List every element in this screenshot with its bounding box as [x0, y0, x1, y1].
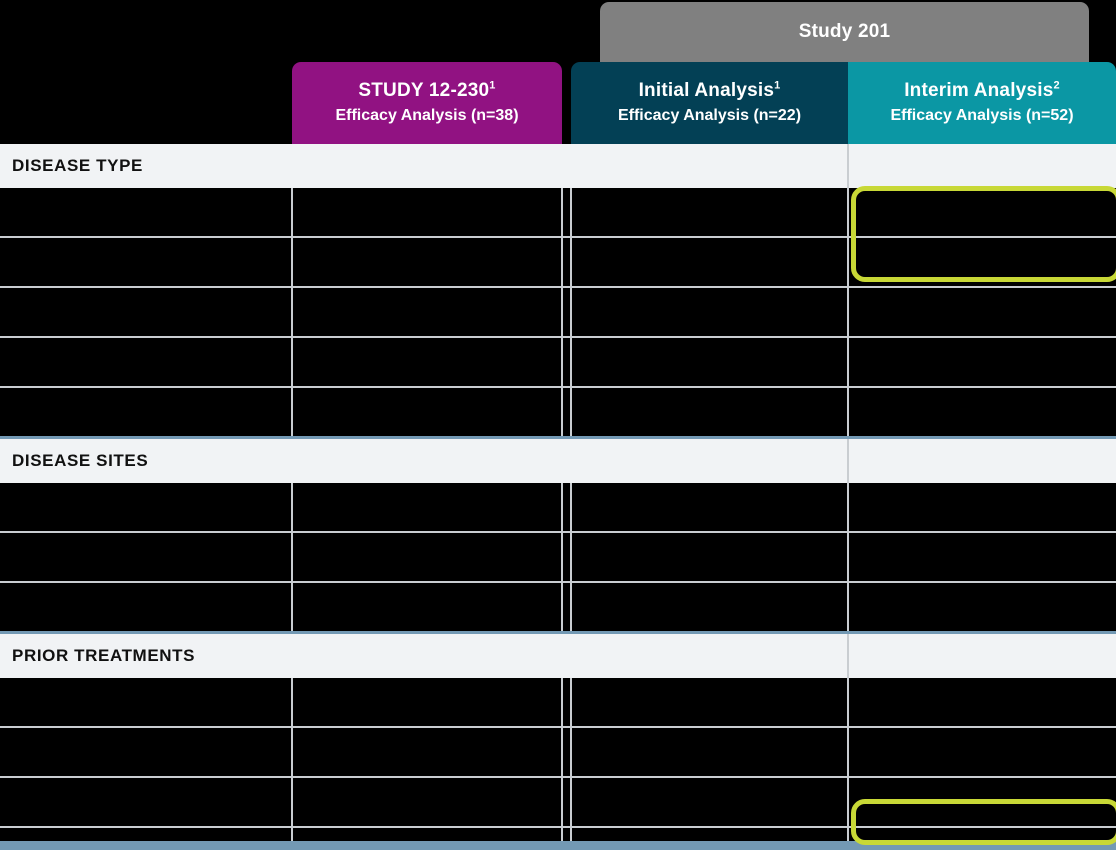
cell-initial-analysis [571, 483, 850, 533]
cell-interim-analysis [848, 678, 1116, 728]
row-label-cell [0, 777, 293, 828]
column-header-title: Interim Analysis2 [904, 80, 1060, 102]
column-header-title: STUDY 12-2301 [358, 80, 495, 102]
cell-initial-analysis [571, 287, 850, 338]
cell-gap [562, 827, 572, 850]
cell-interim-analysis [848, 337, 1116, 388]
cell-study-12-230 [292, 727, 563, 778]
cell-study-12-230 [292, 483, 563, 533]
cell-interim-analysis [848, 727, 1116, 778]
column-header-title-text: Interim Analysis [904, 80, 1054, 102]
cell-initial-analysis [571, 582, 850, 634]
cell-study-12-230 [292, 678, 563, 728]
table-row [0, 237, 1116, 288]
comparison-table-wrap: DISEASE TYPE DISEASE SITES PRIOR TREATMENT… [0, 144, 1116, 850]
column-header-footnote-marker: 2 [1053, 80, 1060, 93]
cell-gap [562, 777, 572, 828]
cell-initial-analysis [571, 337, 850, 388]
cell-gap [562, 237, 572, 288]
cell-gap [562, 188, 572, 238]
row-label-cell [0, 188, 293, 238]
cell-initial-analysis [571, 237, 850, 288]
column-header-initial-analysis: Initial Analysis1 Efficacy Analysis (n=2… [571, 62, 848, 144]
cell-initial-analysis [571, 188, 850, 238]
cell-study-12-230 [292, 337, 563, 388]
table-row [0, 532, 1116, 583]
column-header-title-text: STUDY 12-230 [358, 80, 490, 102]
section-header-row: DISEASE SITES [0, 436, 1116, 483]
row-label-cell [0, 678, 293, 728]
section-header-row: PRIOR TREATMENTS [0, 631, 1116, 678]
cell-study-12-230 [292, 532, 563, 583]
cell-gap [562, 337, 572, 388]
section-header-spacer [847, 436, 1116, 483]
cell-interim-analysis [848, 777, 1116, 828]
cell-interim-analysis [848, 483, 1116, 533]
row-label-cell [0, 483, 293, 533]
column-header-study-12-230: STUDY 12-2301 Efficacy Analysis (n=38) [292, 62, 562, 144]
cell-study-12-230 [292, 188, 563, 238]
row-label-cell [0, 582, 293, 634]
cell-interim-analysis [848, 387, 1116, 439]
row-label-cell [0, 287, 293, 338]
cell-initial-analysis [571, 727, 850, 778]
cell-gap [562, 532, 572, 583]
section-header-row: DISEASE TYPE [0, 144, 1116, 188]
cell-gap [562, 387, 572, 439]
section-header-spacer [847, 631, 1116, 678]
table-row [0, 287, 1116, 338]
column-header-interim-analysis: Interim Analysis2 Efficacy Analysis (n=5… [848, 62, 1116, 144]
cell-interim-analysis [848, 532, 1116, 583]
table-row [0, 727, 1116, 778]
table-bottom-rule [0, 841, 1116, 850]
row-label-cell [0, 337, 293, 388]
column-header-title-text: Initial Analysis [638, 80, 775, 102]
cell-initial-analysis [571, 678, 850, 728]
column-header-subtitle: Efficacy Analysis (n=38) [335, 106, 519, 124]
cell-gap [562, 582, 572, 634]
cell-interim-analysis [848, 582, 1116, 634]
table-row [0, 337, 1116, 388]
table-row [0, 188, 1116, 238]
row-label-cell [0, 532, 293, 583]
section-header-spacer [847, 144, 1116, 188]
table-row [0, 387, 1116, 439]
cell-gap [562, 727, 572, 778]
table-row [0, 777, 1116, 828]
column-header-footnote-marker: 1 [774, 80, 781, 93]
cell-gap [562, 483, 572, 533]
column-header-footnote-marker: 1 [489, 80, 496, 93]
cell-interim-analysis [848, 287, 1116, 338]
column-header-subtitle: Efficacy Analysis (n=52) [890, 106, 1074, 124]
column-header-subtitle: Efficacy Analysis (n=22) [617, 106, 802, 124]
section-header-label: PRIOR TREATMENTS [0, 631, 849, 678]
table-row [0, 483, 1116, 533]
table-row [0, 582, 1116, 634]
cell-interim-analysis [848, 237, 1116, 288]
cell-study-12-230 [292, 387, 563, 439]
cell-study-12-230 [292, 582, 563, 634]
section-header-label: DISEASE TYPE [0, 144, 849, 188]
row-label-cell [0, 727, 293, 778]
column-header-title: Initial Analysis1 [639, 80, 781, 102]
table-row [0, 678, 1116, 728]
cell-gap [562, 678, 572, 728]
cell-study-12-230 [292, 287, 563, 338]
cell-study-12-230 [292, 237, 563, 288]
comparison-table: DISEASE TYPE DISEASE SITES PRIOR TREATMENT… [0, 144, 1116, 850]
cell-gap [562, 287, 572, 338]
cell-initial-analysis [571, 387, 850, 439]
cell-initial-analysis [571, 532, 850, 583]
study-group-header-study-201: Study 201 [600, 2, 1089, 62]
cell-interim-analysis [848, 188, 1116, 238]
row-label-cell [0, 387, 293, 439]
row-label-cell [0, 237, 293, 288]
cell-initial-analysis [571, 777, 850, 828]
cell-study-12-230 [292, 777, 563, 828]
section-header-label: DISEASE SITES [0, 436, 849, 483]
